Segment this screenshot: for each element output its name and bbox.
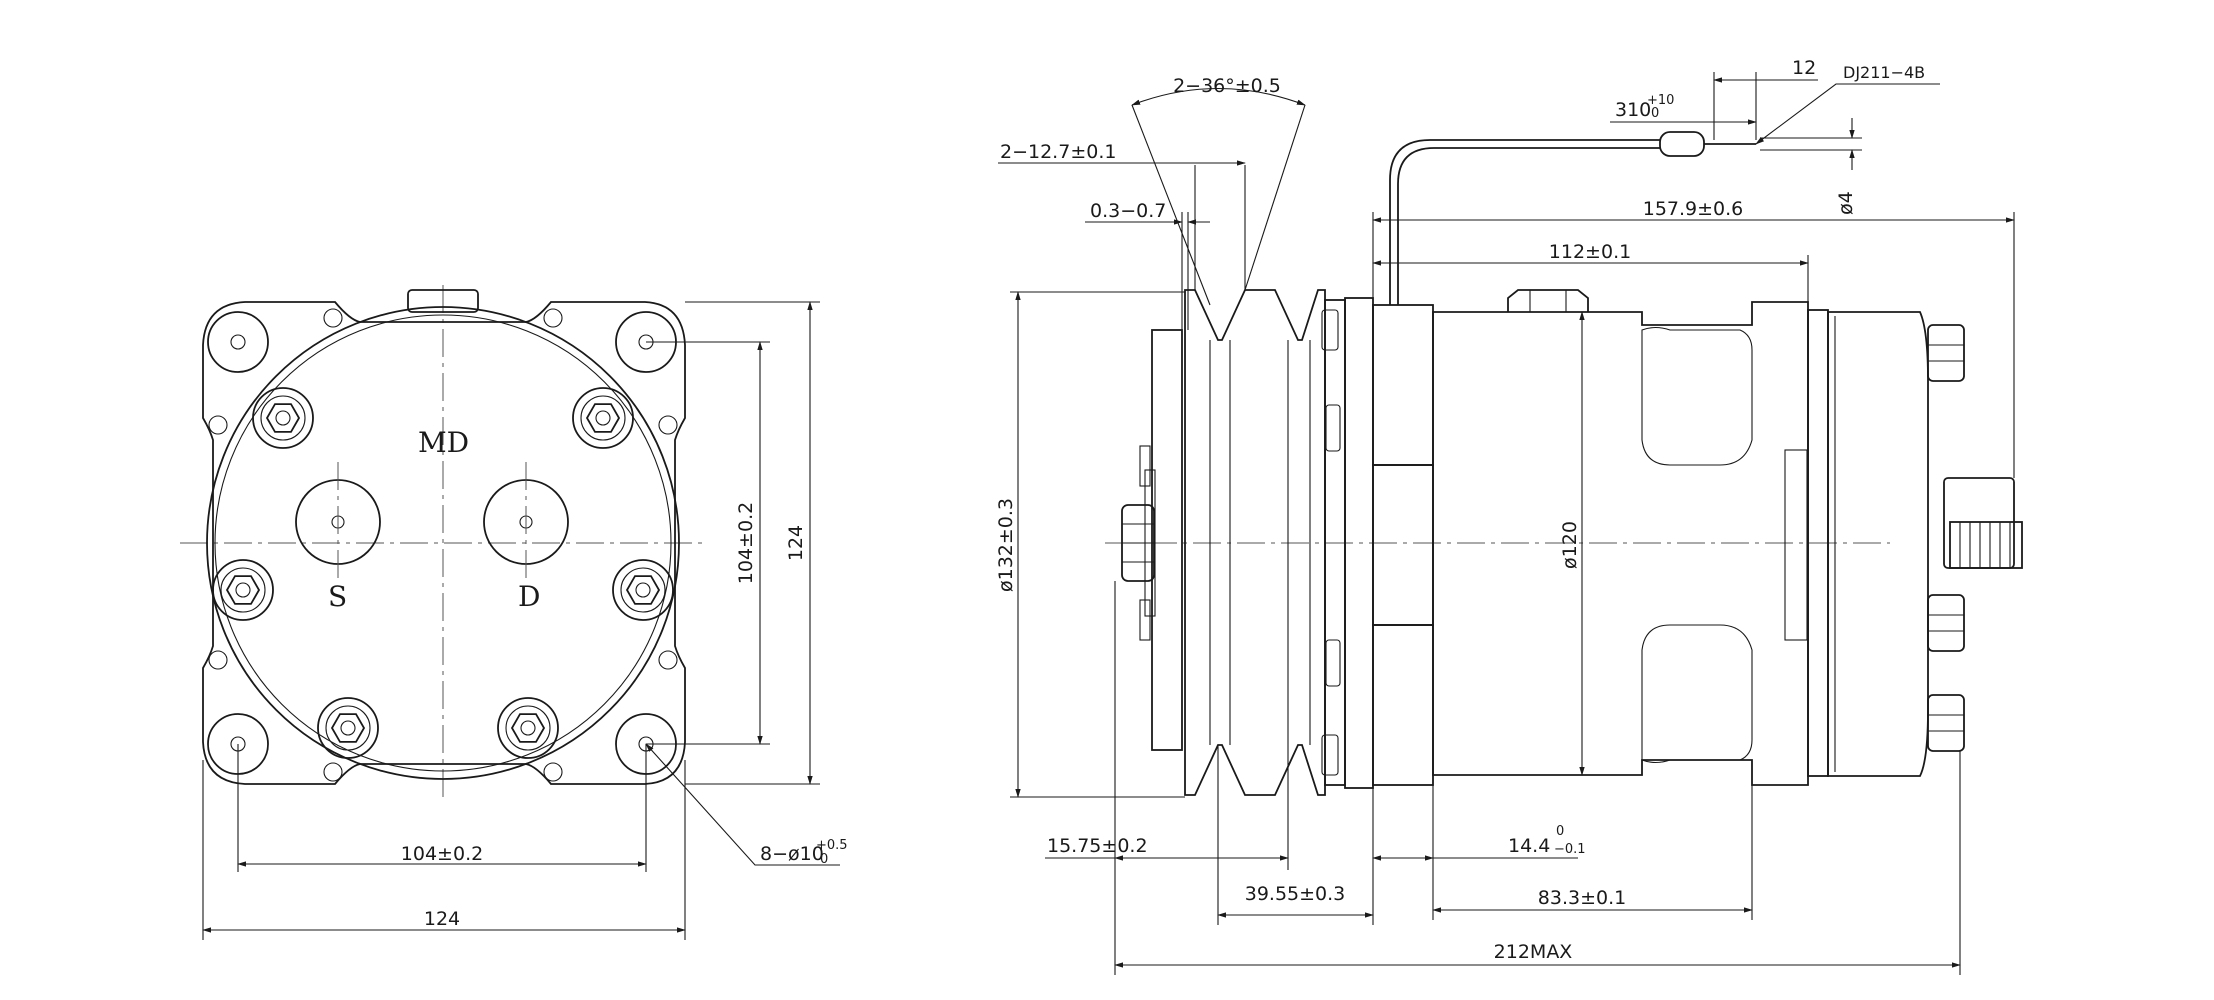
- dim-front-v-inner: 104±0.2: [735, 502, 757, 584]
- dim-overall-length: 212MAX: [1494, 941, 1573, 963]
- dim-front-h-inner: 104±0.2: [401, 843, 483, 865]
- rear-bolts: [1927, 324, 1965, 752]
- head-bolts: [212, 387, 674, 759]
- rear-fitting: [1943, 477, 2015, 569]
- dim-front-h-outer: 124: [424, 908, 460, 930]
- top-label: MD: [418, 426, 469, 459]
- clutch-wire: [1389, 139, 1660, 305]
- front-main-circle: [206, 306, 680, 780]
- pulley: [1184, 289, 1326, 796]
- hole-callout-upper: +0.5: [816, 838, 848, 853]
- dim-belt-angle: 2−36°±0.5: [1173, 75, 1281, 97]
- front-view: MD S D 104±0.2 124 104±0.2 124 8−ø10 +0.…: [180, 285, 848, 940]
- dim-hub-offset: 15.75±0.2: [1047, 835, 1148, 857]
- dim-gap: 0.3−0.7: [1090, 200, 1166, 222]
- dim-lead-length: 310: [1615, 99, 1651, 121]
- dim-length-to-fitting: 157.9±0.6: [1643, 198, 1744, 220]
- discharge-label: D: [518, 580, 540, 613]
- front-inner-circle: [214, 314, 672, 772]
- rear-cover: [1827, 311, 1929, 777]
- dim-body-diameter: ø120: [1559, 521, 1581, 569]
- front-top-boss: [407, 289, 479, 313]
- suction-label: S: [328, 580, 347, 613]
- front-flange-outline: [202, 301, 686, 785]
- hole-callout-lower: 0: [820, 852, 828, 867]
- dim-wire-diameter: ø4: [1835, 191, 1857, 215]
- dim-flange-offset-lower: −0.1: [1554, 842, 1586, 857]
- front-housing-step: [1372, 304, 1434, 466]
- dim-flange-offset-upper: 0: [1556, 824, 1564, 839]
- connector-model-leader: [1755, 83, 1940, 145]
- dim-pulley-diameter: ø132±0.3: [995, 498, 1017, 592]
- dim-flange-offset: 14.4: [1508, 835, 1550, 857]
- side-view: 2−36°±0.5 2−12.7±0.1 0.3−0.7 310 +10 0 1…: [995, 57, 2023, 975]
- hole-callout-leader: [645, 743, 840, 866]
- dim-groove-offset: 39.55±0.3: [1245, 883, 1346, 905]
- clutch-hub: [1151, 329, 1183, 751]
- dim-body-length: 112±0.1: [1549, 241, 1631, 263]
- hole-callout-main: 8−ø10: [760, 843, 824, 865]
- compressor-body: [1432, 301, 1809, 786]
- dim-connector-offset: 12: [1792, 57, 1816, 79]
- body-top-nut: [1507, 289, 1589, 312]
- dim-body-offset: 83.3±0.1: [1538, 887, 1626, 909]
- wire-connector: [1659, 131, 1705, 157]
- dim-lead-length-lower: 0: [1651, 106, 1659, 121]
- dim-line-belt-angle: [1131, 87, 1306, 106]
- connector-model: DJ211−4B: [1843, 63, 1925, 82]
- dim-groove-width: 2−12.7±0.1: [1000, 141, 1116, 163]
- dim-lead-length-upper: +10: [1647, 93, 1674, 108]
- dim-front-v-outer: 124: [785, 525, 807, 561]
